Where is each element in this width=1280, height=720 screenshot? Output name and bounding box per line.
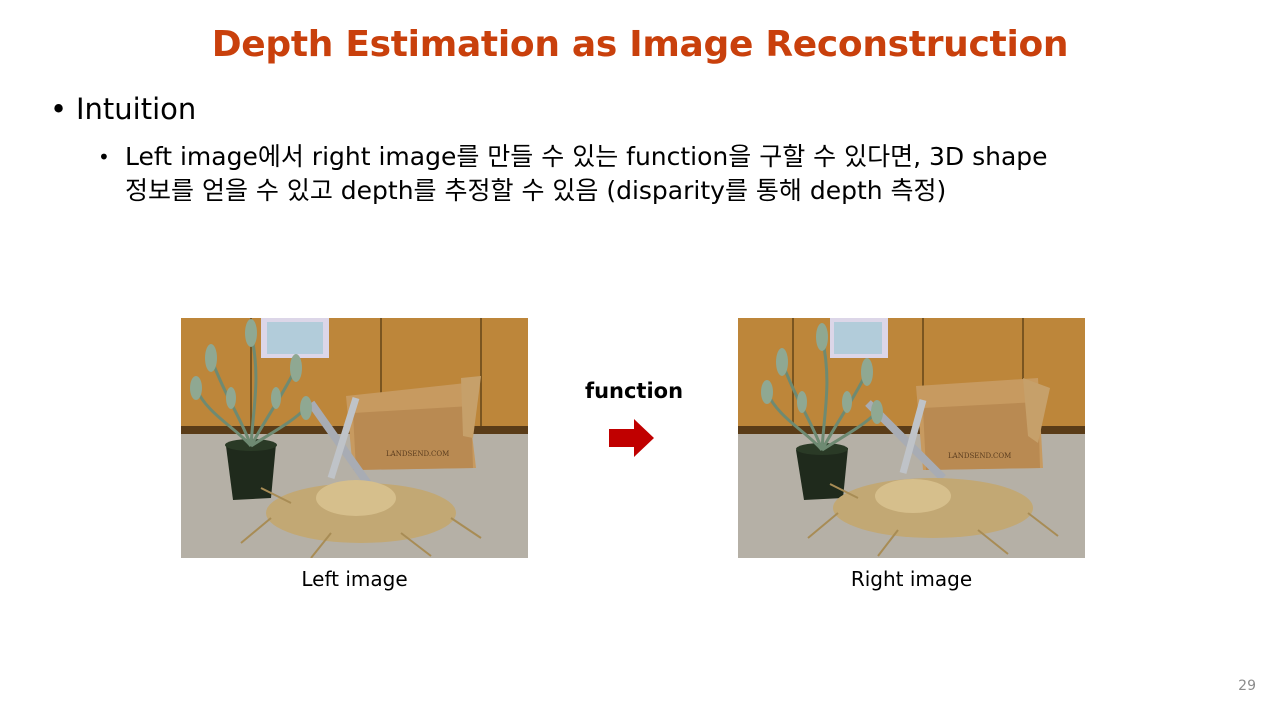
sub-bullet: • Left image에서 right image를 만들 수 있는 func…	[98, 140, 1208, 208]
bullet-intuition: •Intuition	[50, 92, 196, 126]
function-label: function	[584, 379, 684, 403]
right-image: LANDSEND.COM	[738, 318, 1085, 558]
bullet-dot: •	[50, 92, 68, 126]
bullet-intuition-text: Intuition	[76, 92, 197, 126]
right-image-scene: LANDSEND.COM	[738, 318, 1085, 558]
sub-bullet-line2: 정보를 얻을 수 있고 depth를 추정할 수 있음 (disparity를 …	[125, 176, 947, 205]
page-number: 29	[1238, 678, 1256, 694]
box-text: LANDSEND.COM	[386, 450, 449, 458]
left-image-caption: Left image	[301, 567, 408, 591]
left-image-scene: LANDSEND.COM	[181, 318, 528, 558]
right-arrow-icon	[609, 418, 655, 462]
sub-bullet-dot: •	[98, 145, 110, 169]
sub-bullet-line1: Left image에서 right image를 만들 수 있는 functi…	[125, 142, 1048, 171]
slide-title: Depth Estimation as Image Reconstruction	[211, 24, 1069, 65]
right-image-caption: Right image	[850, 567, 973, 591]
box-text: LANDSEND.COM	[948, 452, 1011, 460]
left-image: LANDSEND.COM	[181, 318, 528, 558]
